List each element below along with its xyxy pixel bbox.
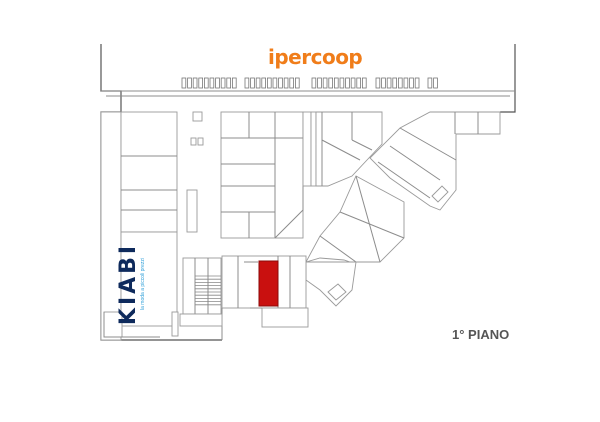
entrance-stall [322, 77, 328, 89]
entrance-stall [328, 77, 333, 89]
entrance-stall [345, 77, 350, 89]
entrance-stall [192, 77, 198, 89]
entrance-stall [244, 77, 250, 89]
entrance-stall [255, 77, 261, 89]
entrance-stall [294, 77, 300, 89]
entrance-stall [433, 77, 438, 89]
entrance-stall [409, 77, 414, 89]
entrance-stall [181, 77, 187, 89]
entrance-stall [289, 77, 294, 89]
entrance-stall [414, 77, 420, 89]
escalator-block [171, 257, 223, 337]
entrance-stall [187, 77, 192, 89]
entrance-stall [283, 77, 289, 89]
entrance-stall [333, 77, 339, 89]
entrance-stall [261, 77, 266, 89]
floor-label: 1° PIANO [452, 327, 510, 342]
right-wing [369, 111, 501, 211]
kiabi-logo[interactable]: KIABI la moda a piccoli prezzi [112, 236, 152, 332]
entrance-stall [317, 77, 322, 89]
entrance-stall [397, 77, 403, 89]
entrance-stall [250, 77, 255, 89]
entrance-stall [215, 77, 220, 89]
centre-shops [220, 111, 317, 239]
entrance-stall [427, 77, 433, 89]
ipercoop-logo-text: ipercoop [268, 45, 363, 69]
entrance-stall [266, 77, 272, 89]
ipercoop-logo[interactable]: ipercoop [268, 44, 363, 70]
entrance-stall [226, 77, 232, 89]
entrance-stall [392, 77, 397, 89]
upper-diagonal-shops [315, 111, 383, 187]
central-pillar [186, 111, 204, 233]
kiabi-logo-rotated: KIABI la moda a piccoli prezzi [116, 234, 146, 334]
entrance-stall [198, 77, 204, 89]
kiabi-name: KIABI [116, 242, 141, 326]
entrance-stall [278, 77, 283, 89]
entrance-stall [356, 77, 361, 89]
entrance-stall [231, 77, 237, 89]
entrance-stall [209, 77, 215, 89]
entrance-stall [220, 77, 226, 89]
entrance-stall [339, 77, 345, 89]
entrance-stall [350, 77, 356, 89]
entrance-stall [386, 77, 392, 89]
entrance-stall [381, 77, 386, 89]
entrance-stall [203, 77, 209, 89]
entrance-stall [311, 77, 317, 89]
entrance-stall [272, 77, 278, 89]
entrance-stall [403, 77, 409, 89]
highlighted-shop[interactable] [258, 260, 279, 307]
left-block [100, 111, 178, 341]
lower-diagonal-shops [296, 175, 405, 307]
entrance-stall [375, 77, 381, 89]
entrance-stall-row [181, 77, 438, 89]
entrance-stall [361, 77, 367, 89]
